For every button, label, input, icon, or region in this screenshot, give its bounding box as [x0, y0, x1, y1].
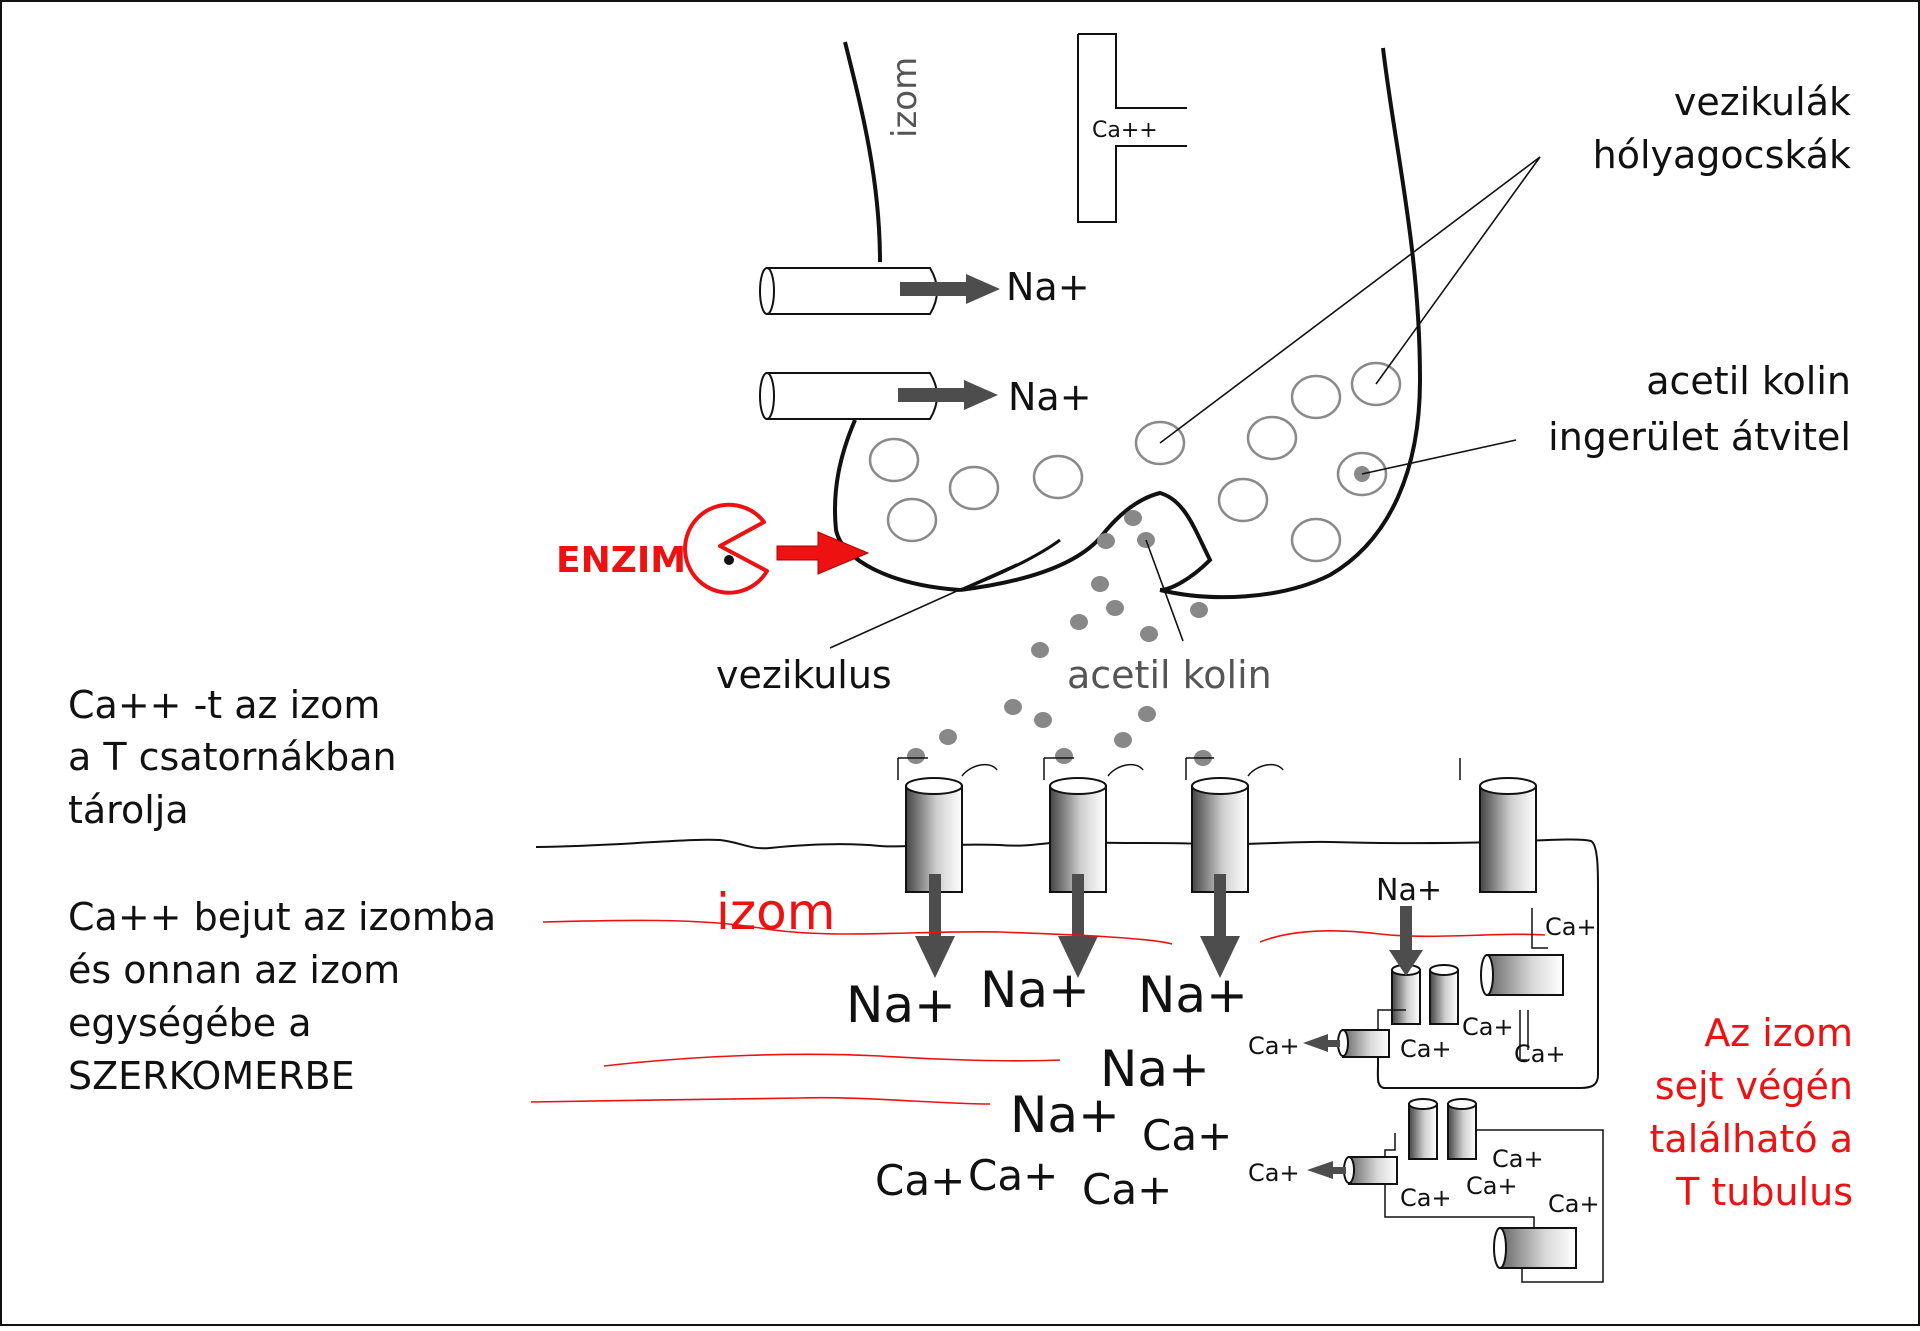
ca-ion-label: Ca+: [1248, 1032, 1300, 1060]
na-ion-label: Na+: [1138, 966, 1248, 1024]
top-labels: izom Ca++ Na+ Na+ vezikulák hólyagocskák…: [556, 57, 1851, 697]
left-text-line: Ca++ -t az izom: [68, 683, 380, 727]
left-text-block-2: Ca++ bejut az izomba és onnan az izom eg…: [68, 895, 496, 1098]
arrow-right-icon: [776, 531, 870, 575]
left-text-line: Ca++ bejut az izomba: [68, 895, 496, 939]
left-text-line: és onnan az izom: [68, 948, 400, 992]
ca-ion-label: Ca+: [1466, 1172, 1518, 1200]
t-tubulus-lower: [1307, 1098, 1604, 1283]
ion-labels-small: Na+ Ca+ Ca+ Ca+ Ca+ Ca+ Ca+ Ca+ Ca+ Ca+ …: [1248, 873, 1600, 1218]
left-text-line: egységébe a: [68, 1001, 312, 1045]
nerve-terminal: [832, 41, 1423, 600]
izom-vertical-label: izom: [885, 57, 925, 138]
vesicle: [1290, 517, 1342, 563]
na-channel-top-1: [759, 267, 1000, 315]
vesicles: [868, 361, 1402, 563]
receptor-channel-2: [1043, 757, 1144, 978]
ca-ion-label: Ca+: [1545, 913, 1597, 941]
arrow-down-icon: [915, 874, 955, 978]
ca-ion-label: Ca+: [1400, 1035, 1452, 1063]
ingerulet-label: ingerület átvitel: [1548, 415, 1851, 459]
arrow-down-icon: [1389, 906, 1423, 976]
ca-channel-label: Ca++: [1092, 118, 1158, 143]
fusion-lip: [959, 538, 1061, 592]
arrow-down-icon: [1058, 874, 1098, 978]
na-ion-label: Na+: [1010, 1086, 1120, 1144]
vesicle: [1134, 420, 1186, 466]
arrow-down-icon: [1200, 874, 1240, 978]
vezikulus-label: vezikulus: [716, 653, 892, 697]
vesicle: [1246, 415, 1298, 461]
receptor-channel-1: [897, 757, 998, 978]
izom-red-label: izom: [716, 883, 835, 941]
na-label-top-1: Na+: [1006, 265, 1090, 309]
red-membrane-lines: [530, 919, 1546, 1105]
ca-ion-label: Ca+: [1514, 1040, 1566, 1068]
vesicle: [1350, 361, 1402, 407]
right-text-block: Az izom sejt végén található a T tubulus: [1650, 1011, 1853, 1214]
ca-ion-label: Ca+: [1462, 1013, 1514, 1041]
arrow-right-icon: [900, 274, 1000, 304]
ca-ion-label: Ca+: [1142, 1111, 1232, 1160]
right-text-line: T tubulus: [1675, 1170, 1853, 1214]
holyagocskak-label: hólyagocskák: [1593, 133, 1851, 177]
ca-ion-label: Ca+: [1248, 1159, 1300, 1187]
acetil-kolin-label: acetil kolin: [1646, 359, 1851, 403]
ca-ion-label: Ca+: [1492, 1145, 1544, 1173]
vesicle: [1032, 454, 1084, 500]
na-ion-label: Na+: [846, 976, 956, 1034]
right-text-line: sejt végén: [1655, 1064, 1853, 1108]
right-text-line: található a: [1650, 1117, 1853, 1161]
vesicle: [1336, 451, 1388, 497]
vesicle: [1290, 374, 1342, 420]
ca-channel-top: [1077, 33, 1187, 223]
vesicle-fusion-pocket: [959, 490, 1213, 592]
ca-ion-label: Ca+: [1400, 1184, 1452, 1212]
na-channel-top-2: [759, 372, 998, 420]
ca-ion-label: Ca+: [968, 1151, 1058, 1200]
leader-lines: [829, 156, 1541, 649]
enzim-label: ENZIM: [556, 540, 686, 581]
ion-labels-large: Na+ Na+ Na+ Na+ Na+ Ca+ Ca+ Ca+ Ca+: [846, 961, 1248, 1214]
ca-ion-label: Ca+: [875, 1156, 965, 1205]
arrow-left-icon: [1303, 1034, 1340, 1052]
arrow-left-icon: [1307, 1161, 1346, 1179]
left-text-block-1: Ca++ -t az izom a T csatornákban tárolja: [68, 683, 397, 832]
na-ion-label: Na+: [1376, 873, 1442, 908]
vezikulak-label: vezikulák: [1674, 80, 1851, 124]
na-label-top-2: Na+: [1008, 375, 1092, 419]
right-text-line: Az izom: [1704, 1011, 1853, 1055]
left-text-line: tárolja: [68, 788, 189, 832]
left-text-line: a T csatornákban: [68, 735, 397, 779]
receptor-channel-4: [1459, 758, 1537, 893]
enzyme-icon: [683, 502, 870, 595]
ca-ion-label: Ca+: [1082, 1165, 1172, 1214]
na-ion-label: Na+: [1100, 1040, 1210, 1098]
t-tubulus-upper: [1303, 906, 1564, 1083]
left-text-line: SZERKOMERBE: [68, 1054, 355, 1098]
terminal-lower-left-wall: [832, 419, 961, 592]
terminal-right-wall: [1159, 47, 1423, 600]
acetil-kolin-synapse-label: acetil kolin: [1067, 653, 1272, 697]
receptor-channel-3: [1185, 757, 1284, 978]
vesicle: [886, 497, 938, 543]
ca-ion-label: Ca+: [1548, 1190, 1600, 1218]
vesicle: [1217, 477, 1269, 523]
vesicle: [868, 437, 920, 483]
terminal-left-wall: [843, 41, 882, 263]
arrow-right-icon: [898, 380, 998, 410]
vesicle: [948, 465, 1000, 511]
na-ion-label: Na+: [980, 961, 1090, 1019]
acetylcholine-dots: [907, 510, 1212, 766]
